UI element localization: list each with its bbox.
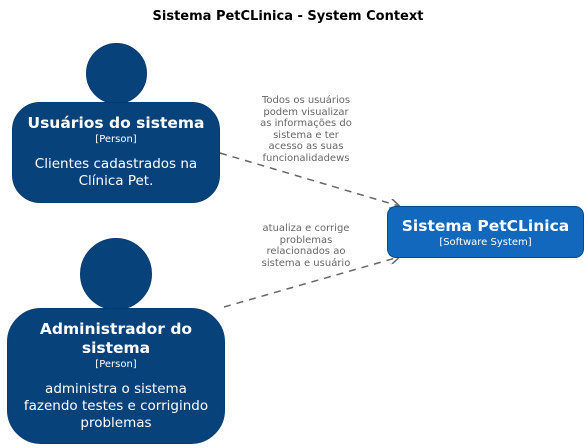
diagram-title: Sistema PetCLinica - System Context <box>152 9 424 24</box>
software-system-type: [Software System] <box>439 237 532 248</box>
users-person-node[interactable]: Usuários do sistema [Person] Clientes ca… <box>12 102 220 203</box>
relation-admin-to-system-line <box>223 257 399 308</box>
software-system-name: Sistema PetCLinica <box>401 217 570 235</box>
users-person-name: Usuários do sistema <box>27 114 205 132</box>
admin-person-head-icon <box>80 238 152 310</box>
users-person-head-icon <box>86 43 147 104</box>
relation-users-to-system-label: Todos os usuários podem visualizar as in… <box>260 95 352 164</box>
users-person-description: Clientes cadastrados na Clínica Pet. <box>34 156 198 189</box>
relation-admin-to-system-label: atualiza e corrige problemas relacionado… <box>261 223 351 269</box>
admin-person-name: Administrador do sistema <box>39 320 193 357</box>
software-system-node[interactable]: Sistema PetCLinica [Software System] <box>387 206 584 258</box>
users-person-type: [Person] <box>95 134 137 145</box>
relation-users-to-system-line <box>219 152 399 206</box>
admin-person-description: administra o sistema fazendo testes e co… <box>23 381 209 431</box>
admin-person-type: [Person] <box>95 359 137 370</box>
admin-person-node[interactable]: Administrador do sistema [Person] admini… <box>7 308 225 444</box>
